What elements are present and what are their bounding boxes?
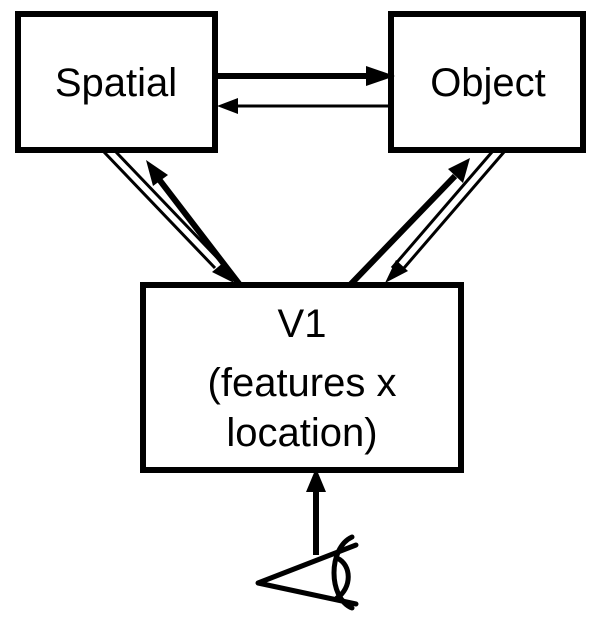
arrow-v1-to-spatial (146, 160, 243, 287)
v1-subtitle-line2: location) (226, 411, 377, 455)
arrow-v1-to-object (347, 158, 470, 288)
object-node: Object (388, 11, 586, 153)
arrow-object-to-v1 (385, 151, 506, 283)
arrow-spatial-to-v1 (102, 150, 234, 283)
v1-box (140, 282, 464, 473)
eye-icon (255, 534, 359, 611)
spatial-label: Spatial (55, 61, 177, 105)
object-label: Object (430, 61, 546, 105)
arrow-eye-to-v1 (306, 468, 326, 555)
v1-node: V1 (features x location) (140, 282, 464, 473)
spatial-node: Spatial (15, 11, 218, 153)
v1-title: V1 (278, 302, 327, 346)
arrow-spatial-to-object (215, 66, 395, 86)
arrow-object-to-spatial (217, 98, 391, 114)
spatial-box (15, 11, 218, 153)
v1-subtitle-line1: (features x (208, 361, 397, 405)
object-box (388, 11, 586, 153)
